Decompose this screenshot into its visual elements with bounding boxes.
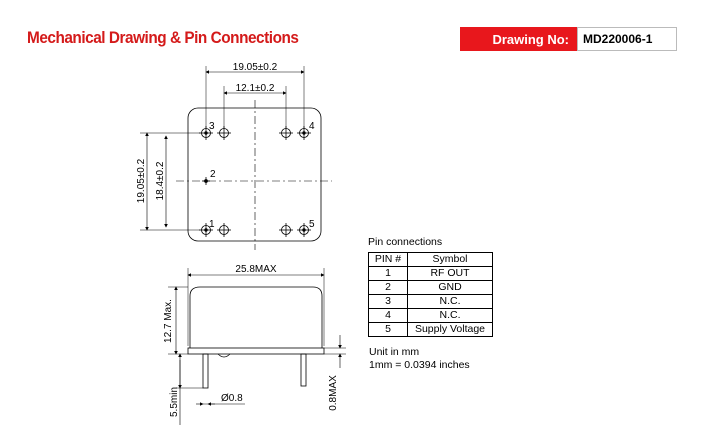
units-line-2: 1mm = 0.0394 inches: [369, 359, 470, 371]
side-pin-left: [202, 353, 209, 389]
pin-symbol: N.C.: [407, 308, 493, 323]
dim-overall-width: 19.05±0.2: [233, 62, 278, 73]
pin-symbol: N.C.: [407, 294, 493, 309]
pin-number: 4: [368, 308, 408, 323]
table-row: 1 RF OUT: [368, 266, 493, 281]
dim-pin-spacing-x: 12.1±0.2: [236, 83, 275, 94]
units-line-1: Unit in mm: [369, 346, 420, 358]
pin-number: 5: [368, 322, 408, 337]
side-pin-right: [300, 353, 307, 387]
dim-base: 0.8MAX: [328, 375, 339, 411]
pin-label-4: 4: [309, 121, 315, 132]
pin-label-2: 2: [210, 169, 216, 180]
pin-number: 3: [368, 294, 408, 309]
dim-length: 25.8MAX: [235, 264, 276, 275]
units-note: Unit in mm 1mm = 0.0394 inches: [369, 346, 470, 372]
pin-5: [297, 223, 311, 237]
pin-number: 2: [368, 280, 408, 295]
pin-label-5: 5: [309, 219, 315, 230]
pin-label-1: 1: [209, 219, 215, 230]
table-row: 4 N.C.: [368, 308, 493, 323]
dim-pin-diameter: Ø0.8: [221, 393, 243, 404]
pin-symbol: RF OUT: [407, 266, 493, 281]
dim-overall-height: 19.05±0.2: [136, 158, 147, 203]
drawing-number-label: Drawing No:: [460, 27, 577, 51]
pin-number: 1: [368, 266, 408, 281]
pin-1: [199, 223, 213, 237]
pin-5-aux: [279, 223, 293, 237]
dim-height: 12.7 Max.: [163, 299, 174, 343]
dim-pin-spacing-y: 18.4±0.2: [155, 161, 166, 200]
header-symbol: Symbol: [407, 252, 493, 267]
table-row: 2 GND: [368, 280, 493, 295]
page-title: Mechanical Drawing & Pin Connections: [27, 29, 299, 47]
pin-table: PIN # Symbol 1 RF OUT 2 GND 3 N.C. 4 N.C…: [368, 252, 493, 337]
package-body-side: [189, 286, 323, 348]
table-row: 3 N.C.: [368, 294, 493, 309]
pin-4-aux: [279, 126, 293, 140]
pin-symbol: GND: [407, 280, 493, 295]
top-view: [140, 66, 332, 250]
package-outline-top: [187, 107, 322, 242]
side-view: [168, 268, 346, 425]
pin-2: [202, 177, 210, 185]
pin-3-aux: [217, 126, 231, 140]
dim-pin-length: 5.5min: [169, 387, 180, 417]
package-base: [187, 347, 325, 355]
pin-symbol: Supply Voltage: [407, 322, 493, 337]
table-row: 5 Supply Voltage: [368, 322, 493, 337]
pin-3: [199, 126, 213, 140]
pin-table-header: PIN # Symbol: [368, 252, 493, 267]
pin-4: [297, 126, 311, 140]
pin-label-3: 3: [209, 121, 215, 132]
pin-1-aux: [217, 223, 231, 237]
pin-table-caption: Pin connections: [368, 236, 443, 248]
header-pin: PIN #: [368, 252, 408, 267]
drawing-number-value: MD220006-1: [577, 27, 677, 51]
